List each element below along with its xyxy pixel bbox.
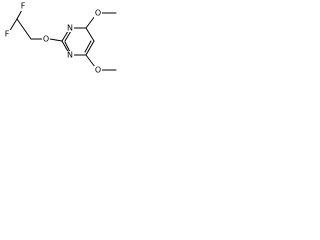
bond-c5-c6 [85, 40, 95, 56]
bond-c4-o-top [85, 15, 96, 29]
atom-labels: F F O N N O O [3, 2, 102, 75]
atom-label-methoxy-oxygen-bottom: O [95, 66, 101, 75]
bond-c2-n3-inner [64, 30, 72, 42]
bond-o-c2 [49, 38, 63, 42]
bond-n1-c2-inner [64, 41, 71, 53]
bond-c5-c6-inner [84, 40, 92, 53]
bond-chf2-ch2 [16, 18, 32, 40]
structure-diagram: F F O N N O O [3, 2, 117, 75]
bond-c-f-left [8, 18, 18, 33]
atom-label-fluorine-top: F [21, 2, 26, 11]
atom-label-fluorine-left: F [5, 30, 10, 39]
bond-c6-o-bottom [85, 54, 96, 68]
bond-lines [8, 7, 117, 71]
atom-label-methoxy-oxygen-top: O [95, 9, 101, 18]
atom-label-ether-oxygen: O [43, 35, 49, 44]
atom-label-nitrogen-upper: N [67, 24, 73, 33]
atom-label-nitrogen-lower: N [67, 51, 73, 60]
bond-c4-c5 [85, 27, 95, 42]
